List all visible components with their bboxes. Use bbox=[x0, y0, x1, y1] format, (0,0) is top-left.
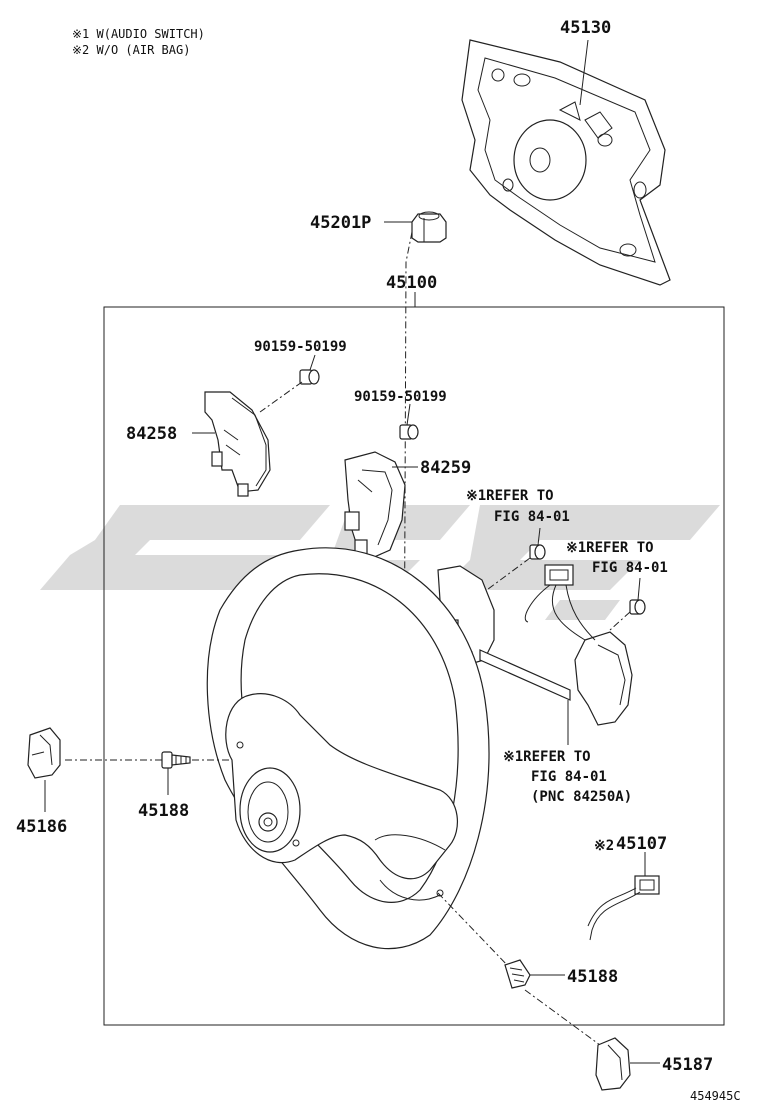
dash-45188-b-lower bbox=[524, 989, 601, 1046]
ref2-line1: ※1REFER TO bbox=[566, 540, 654, 556]
label-45186: 45186 bbox=[16, 817, 67, 837]
dash-ref1 bbox=[479, 557, 531, 596]
ref1-line2: FIG 84-01 bbox=[494, 509, 570, 525]
label-45187: 45187 bbox=[662, 1055, 713, 1075]
leader-45130 bbox=[579, 39, 589, 106]
dash-ref2 bbox=[609, 611, 631, 631]
horn-pad-cover-45130 bbox=[461, 39, 671, 286]
label-45201p: 45201P bbox=[310, 213, 371, 233]
note-no-airbag: ※2 W/O (AIR BAG) bbox=[72, 43, 190, 57]
cover-45187 bbox=[595, 1037, 631, 1091]
label-84259: 84259 bbox=[420, 458, 471, 478]
steering-wheel bbox=[206, 547, 490, 950]
label-screw-b: 90159-50199 bbox=[354, 389, 447, 405]
cover-45186 bbox=[27, 727, 61, 779]
note-audio-switch: ※1 W(AUDIO SWITCH) bbox=[72, 27, 205, 41]
nut-45201p bbox=[411, 211, 447, 243]
leader-ref2 bbox=[637, 577, 641, 601]
label-45107: 45107 bbox=[616, 834, 667, 854]
assembly-frame bbox=[103, 306, 725, 1026]
label-45130: 45130 bbox=[560, 18, 611, 38]
screw-90159-b bbox=[399, 424, 419, 440]
ref3-line1: ※1REFER TO bbox=[503, 749, 591, 765]
ref2-line2: FIG 84-01 bbox=[592, 560, 668, 576]
label-45188-a: 45188 bbox=[138, 801, 189, 821]
ref3-line2: FIG 84-01 bbox=[531, 769, 607, 785]
screw-ref2 bbox=[629, 599, 646, 615]
screw-45188-a bbox=[161, 751, 191, 769]
leader-screw-a bbox=[309, 354, 316, 371]
label-84258: 84258 bbox=[126, 424, 177, 444]
ref1-line1: ※1REFER TO bbox=[466, 488, 554, 504]
ref3-line3: (PNC 84250A) bbox=[531, 789, 632, 805]
screw-ref1 bbox=[529, 544, 546, 560]
leader-ref1 bbox=[537, 527, 541, 546]
label-45100: 45100 bbox=[386, 273, 437, 293]
wire-45107 bbox=[587, 875, 660, 941]
diagram-id: 454945C bbox=[690, 1089, 741, 1103]
screw-90159-a bbox=[299, 369, 320, 385]
leader-screw-b bbox=[406, 403, 411, 426]
label-screw-a: 90159-50199 bbox=[254, 339, 347, 355]
label-45188-b: 45188 bbox=[567, 967, 618, 987]
dash-screw-a bbox=[259, 381, 303, 413]
switch-84258 bbox=[204, 391, 271, 497]
switch-84259 bbox=[344, 451, 406, 559]
dash-45188-b-upper bbox=[437, 892, 511, 969]
label-45107-mark: ※2 bbox=[594, 838, 614, 854]
screw-45188-b bbox=[504, 959, 531, 989]
